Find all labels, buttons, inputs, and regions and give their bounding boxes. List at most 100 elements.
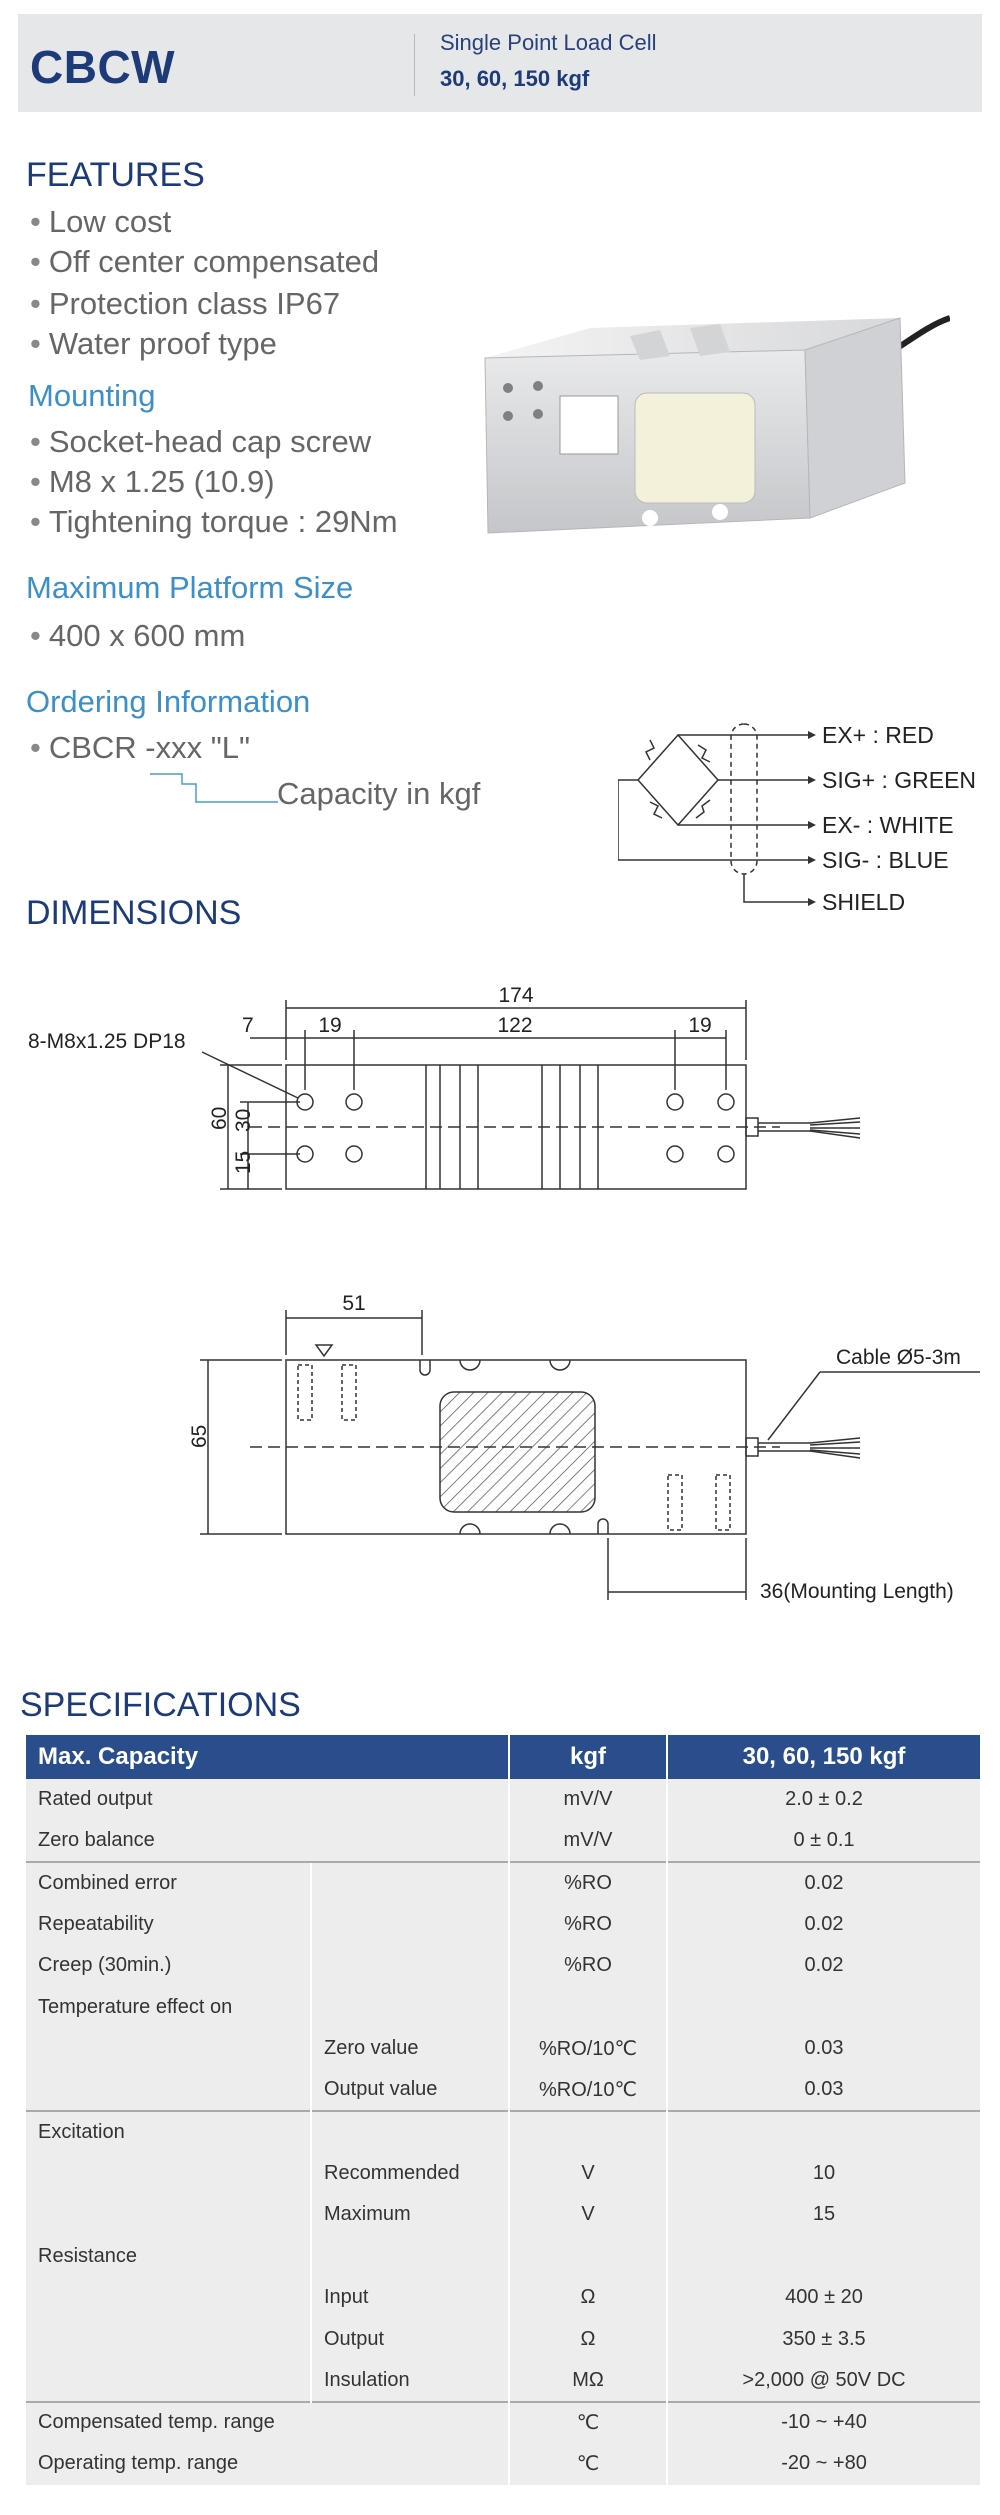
spec-group: Combined error [26, 1861, 311, 1904]
specifications-table: Max. Capacity kgf 30, 60, 150 kgf Rated … [26, 1735, 980, 2485]
mounting-item: Socket-head cap screw [30, 422, 398, 462]
spec-value: 0 ± 0.1 [666, 1820, 980, 1862]
spec-sub: Zero value [310, 2028, 509, 2070]
table-row: Creep (30min.) %RO 0.02 [26, 1945, 980, 1987]
spec-sub [310, 1903, 509, 1945]
spec-value: 10 [666, 2152, 980, 2194]
dim-width: 60 [208, 1107, 231, 1130]
wire-label: EX- : WHITE [822, 812, 954, 838]
dim-hole-edge: 15 [232, 1151, 255, 1174]
spec-value [666, 2110, 980, 2153]
product-capacities: 30, 60, 150 kgf [440, 66, 590, 91]
dim-hole-span: 122 [497, 1014, 532, 1037]
table-row: Operating temp. range ℃ -20 ~ +80 [26, 2443, 980, 2485]
spec-unit: %RO/10℃ [508, 2028, 667, 2070]
spec-value: 15 [666, 2194, 980, 2236]
feature-item: Off center compensated [30, 242, 379, 282]
load-cell-photo [470, 298, 950, 553]
dimensions-title: DIMENSIONS [26, 894, 242, 932]
table-row: Maximum V 15 [26, 2194, 980, 2236]
spec-sub [310, 1945, 509, 1987]
mounting-title: Mounting [28, 378, 156, 413]
spec-value: 400 ± 20 [666, 2277, 980, 2319]
spec-value: 350 ± 3.5 [666, 2318, 980, 2360]
spec-group [26, 2028, 311, 2070]
dim-cable: Cable Ø5-3m [836, 1346, 961, 1369]
table-row: Insulation MΩ >2,000 @ 50V DC [26, 2360, 980, 2402]
wire-label: SHIELD [822, 889, 905, 915]
dim-hole-spacing: 30 [232, 1109, 255, 1132]
spec-value: >2,000 @ 50V DC [666, 2360, 980, 2402]
spec-group: Zero balance [26, 1820, 509, 1862]
feature-item: Protection class IP67 [30, 282, 379, 326]
spec-unit: mV/V [508, 1820, 667, 1862]
spec-group [26, 2194, 311, 2236]
capacity-leader-line [150, 773, 278, 803]
wire-label: EX+ : RED [822, 722, 934, 748]
feature-item: Water proof type [30, 326, 379, 362]
spec-unit [508, 2235, 667, 2277]
spec-sub: Output value [310, 2069, 509, 2111]
spec-group: Resistance [26, 2235, 311, 2277]
spec-group [26, 2360, 311, 2402]
spec-unit: mV/V [508, 1779, 667, 1821]
spec-sub: Insulation [310, 2360, 509, 2402]
side-view-drawing: 51 65 Cable Ø5-3m 36(Mounting Length) [188, 1292, 980, 1603]
ordering-title: Ordering Information [26, 684, 311, 719]
table-row: Output value %RO/10℃ 0.03 [26, 2069, 980, 2111]
spec-group [26, 2318, 311, 2360]
table-row: Excitation [26, 2110, 980, 2153]
spec-value: 0.02 [666, 1945, 980, 1987]
mounting-list: Socket-head cap screw M8 x 1.25 (10.9) T… [30, 422, 398, 542]
spec-value: -10 ~ +40 [666, 2400, 980, 2443]
spec-sub [310, 1986, 509, 2028]
spec-sub [310, 2110, 509, 2153]
specifications-title: SPECIFICATIONS [20, 1686, 301, 1724]
spec-value [666, 2235, 980, 2277]
dim-height: 65 [188, 1425, 211, 1448]
spec-group [26, 2069, 311, 2111]
spec-unit: V [508, 2152, 667, 2194]
table-row: Repeatability %RO 0.02 [26, 1903, 980, 1945]
mounting-item: Tightening torque : 29Nm [30, 502, 398, 542]
ordering-code: •CBCR -xxx "L" [30, 730, 250, 765]
spec-group: Repeatability [26, 1903, 311, 1945]
spec-group: Excitation [26, 2110, 311, 2153]
spec-unit [508, 1986, 667, 2028]
spec-unit: %RO/10℃ [508, 2069, 667, 2111]
product-subtitle: Single Point Load Cell [440, 30, 657, 55]
spec-unit: V [508, 2194, 667, 2236]
features-title: FEATURES [26, 156, 205, 194]
header-cell: 30, 60, 150 kgf [667, 1735, 980, 1779]
wire-label: SIG+ : GREEN [822, 767, 976, 793]
platform-list: 400 x 600 mm [30, 616, 245, 656]
spec-unit: ℃ [508, 2400, 667, 2443]
feature-item: Low cost [30, 202, 379, 242]
spec-unit: MΩ [508, 2360, 667, 2402]
header-divider [414, 34, 415, 96]
product-code: CBCW [30, 41, 176, 93]
header-bar: CBCW Single Point Load Cell 30, 60, 150 … [18, 14, 982, 112]
header-cell: kgf [509, 1735, 668, 1779]
table-row: Combined error %RO 0.02 [26, 1861, 980, 1904]
spec-unit [508, 2110, 667, 2153]
platform-item: 400 x 600 mm [30, 616, 245, 656]
ordering-code-text: CBCR -xxx "L" [48, 730, 250, 765]
spec-group: Temperature effect on [26, 1986, 311, 2028]
spec-group: Compensated temp. range [26, 2400, 509, 2443]
spec-sub: Maximum [310, 2194, 509, 2236]
table-row: Rated output mV/V 2.0 ± 0.2 [26, 1779, 980, 1821]
top-view-drawing: 174 7 19 122 19 8-M8x1.25 DP18 60 30 15 [28, 984, 861, 1190]
capacity-label: Capacity in kgf [277, 776, 481, 811]
dim-hole-label: 8-M8x1.25 DP18 [28, 1030, 186, 1053]
table-row: Temperature effect on [26, 1986, 980, 2028]
table-row: Zero value %RO/10℃ 0.03 [26, 2028, 980, 2070]
dim-hole-pitch-right: 19 [688, 1014, 711, 1037]
table-row: Compensated temp. range ℃ -10 ~ +40 [26, 2400, 980, 2443]
spec-value: 0.03 [666, 2069, 980, 2111]
spec-sub: Input [310, 2277, 509, 2319]
mounting-item: M8 x 1.25 (10.9) [30, 462, 398, 502]
spec-group: Operating temp. range [26, 2443, 509, 2485]
spec-group [26, 2277, 311, 2319]
dim-edge-offset: 7 [242, 1014, 254, 1037]
